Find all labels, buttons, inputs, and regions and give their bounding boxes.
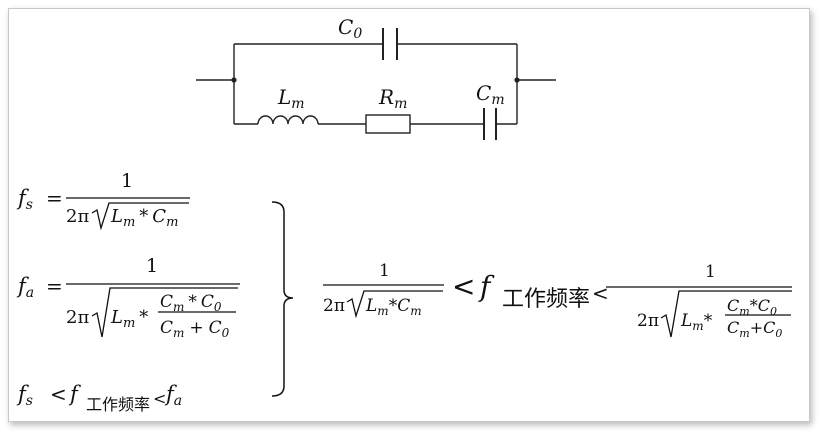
fs-two-pi: 2π: [66, 206, 89, 227]
figure-frame: [8, 8, 810, 422]
fa-numerator: 1: [146, 255, 158, 277]
label-lm: Lm: [277, 85, 305, 112]
fs-sqrt-sign: [91, 202, 189, 231]
big-right-lm: Lm*: [680, 311, 713, 333]
inductor-lm-coil: [257, 115, 319, 125]
big-left-radicand: Lm*Cm: [365, 296, 422, 318]
big-left-sqrt-sign: [346, 290, 443, 319]
big-right-two-pi: 2π: [637, 311, 659, 331]
big-right-inner-numerator: Cm*C0: [727, 296, 777, 318]
fs-symbol: fs: [16, 186, 33, 213]
ineq-work-label: 工作频率: [86, 395, 150, 414]
ineq-fs: fs: [16, 382, 33, 409]
formula-fa: fa = 1 2π Lm* Cm*C0 Cm+C0: [16, 255, 240, 340]
right-curly-brace: [271, 201, 294, 397]
label-cm: Cm: [476, 81, 505, 108]
ineq-lt-2: <: [153, 389, 166, 408]
big-lt-1: <: [452, 270, 475, 303]
ineq-lt-1: <: [50, 382, 67, 406]
right-junction-node: [514, 77, 520, 83]
big-f-work: f: [478, 270, 495, 303]
circuit-diagram: [196, 28, 556, 140]
big-right-sqrt-sign: [660, 290, 792, 338]
fs-equals: =: [46, 186, 63, 210]
formula-inequality-simple: fs < f 工作频率 < fa: [16, 382, 182, 414]
ineq-f-work: f: [68, 382, 81, 406]
big-left-numerator: 1: [379, 261, 390, 281]
left-junction-node: [231, 77, 237, 83]
fa-sqrt-sign: [91, 287, 238, 338]
fa-symbol: fa: [16, 274, 34, 301]
big-left-two-pi: 2π: [323, 296, 345, 316]
fs-radicand: Lm*Cm: [110, 206, 178, 230]
big-right-numerator: 1: [705, 262, 716, 282]
fs-numerator: 1: [121, 170, 133, 192]
fa-radicand-lm: Lm*: [110, 307, 148, 331]
big-right-inner-denominator: Cm+C0: [727, 318, 782, 340]
resistor-rm: [365, 114, 411, 134]
fa-inner-denominator: Cm+C0: [160, 318, 230, 340]
ineq-fa: fa: [164, 382, 182, 409]
formula-fs: fs = 1 2π Lm*Cm: [16, 170, 190, 231]
fa-two-pi: 2π: [66, 307, 89, 328]
formula-inequality-full: 1 2π Lm*Cm < f 工作频率 < 1 2π Lm* Cm*C0 Cm+…: [323, 261, 792, 340]
label-c0: C0: [338, 15, 362, 42]
big-work-label: 工作频率: [502, 287, 590, 312]
label-rm: Rm: [378, 85, 407, 112]
big-lt-2: <: [592, 281, 609, 305]
fa-inner-numerator: Cm*C0: [160, 292, 222, 314]
fa-equals: =: [46, 274, 63, 298]
